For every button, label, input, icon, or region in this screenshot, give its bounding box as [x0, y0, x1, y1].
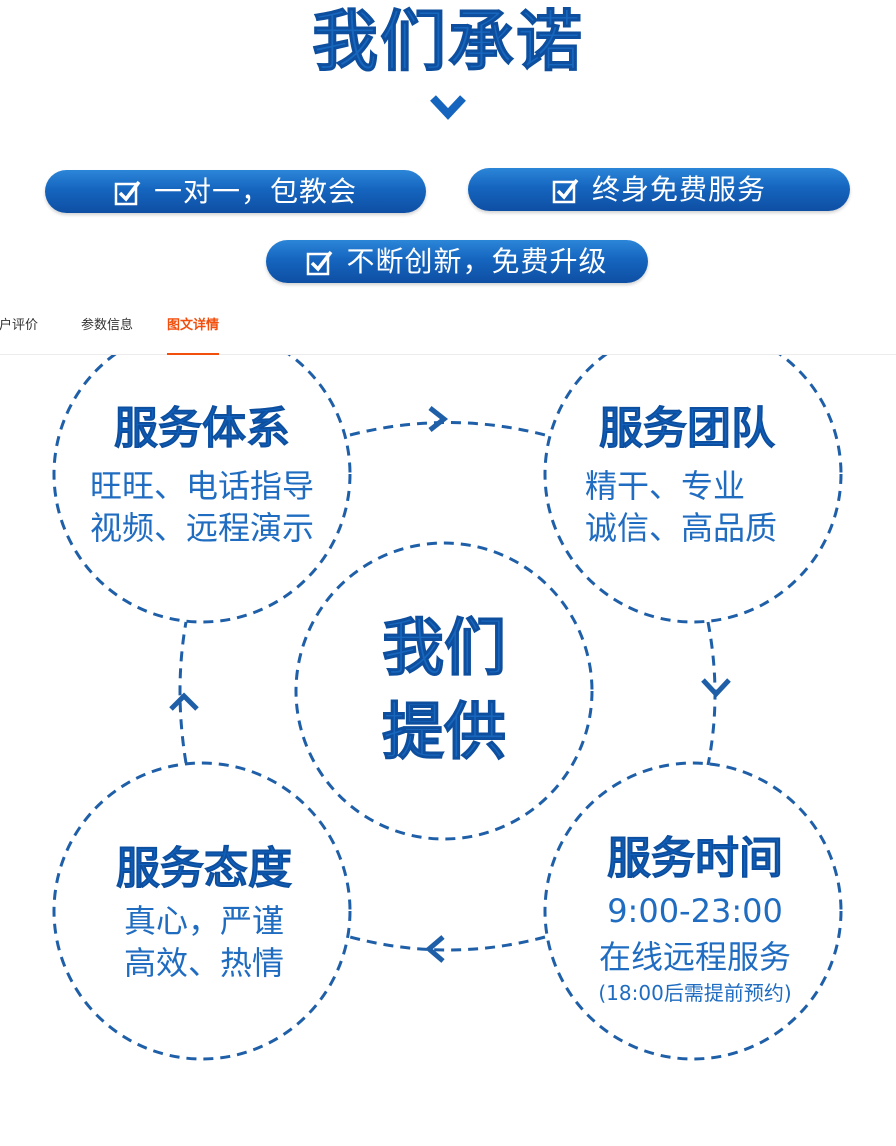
promise-item-one-on-one: 一对一，包教会 — [45, 170, 426, 213]
service-system-line2: 视频、远程演示 — [89, 509, 314, 547]
tab-image-details[interactable]: 图文详情 — [167, 300, 220, 355]
diagram-shapes — [52, 355, 843, 1061]
connector-top — [349, 421, 546, 437]
connector-left — [178, 621, 188, 764]
center-line1: 我们 — [381, 611, 506, 684]
tab-parameters[interactable]: 参数信息 — [81, 318, 134, 333]
arrow-right-icon — [428, 406, 449, 432]
service-attitude-title: 服务态度 — [116, 843, 293, 894]
arrow-down-icon — [701, 678, 731, 698]
service-team-line2: 诚信、高品质 — [585, 509, 778, 547]
arrow-up-icon — [169, 692, 199, 711]
tab-user-reviews[interactable]: 用户评价 — [0, 318, 39, 333]
service-attitude-line1: 真心，严谨 — [123, 902, 284, 940]
circle-service-attitude — [52, 761, 352, 1061]
promise-item-label: 终身免费服务 — [591, 173, 766, 206]
service-time-note: (18:00后需提前预约) — [598, 981, 792, 1005]
checkbox-icon — [552, 178, 579, 203]
promise-title: 我们承诺 — [312, 3, 584, 81]
detail-tab-bar: 用户评价 参数信息 图文详情 — [0, 300, 896, 355]
arrow-left-icon — [425, 935, 445, 963]
service-system-title: 服务体系 — [114, 403, 291, 454]
service-team-title: 服务团队 — [599, 403, 776, 454]
circle-service-team — [543, 355, 843, 624]
service-time-title: 服务时间 — [607, 833, 784, 884]
service-attitude-line2: 高效、热情 — [123, 944, 284, 982]
service-team-line1: 精干、专业 — [585, 467, 746, 505]
checkbox-icon — [114, 180, 141, 205]
circle-service-time — [543, 761, 843, 1061]
circle-center — [294, 541, 594, 841]
promise-item-label: 不断创新，免费升级 — [346, 245, 608, 278]
promise-item-label: 一对一，包教会 — [153, 175, 357, 208]
connector-bottom — [349, 935, 546, 952]
checkbox-icon — [307, 250, 333, 275]
service-time-line1: 在线远程服务 — [598, 938, 791, 976]
service-time-hours: 9:00-23:00 — [607, 892, 783, 930]
center-line2: 提供 — [381, 695, 506, 768]
promise-item-lifetime-service: 终身免费服务 — [468, 168, 850, 211]
service-diagram: 服务体系 旺旺、电话指导 视频、远程演示 服务团队 精干、专业 诚信、高品质 我… — [0, 355, 896, 1146]
service-system-line1: 旺旺、电话指导 — [89, 467, 314, 505]
promise-item-free-upgrade: 不断创新，免费升级 — [266, 240, 648, 283]
circle-service-system — [52, 355, 352, 624]
chevron-down-icon — [430, 95, 466, 120]
